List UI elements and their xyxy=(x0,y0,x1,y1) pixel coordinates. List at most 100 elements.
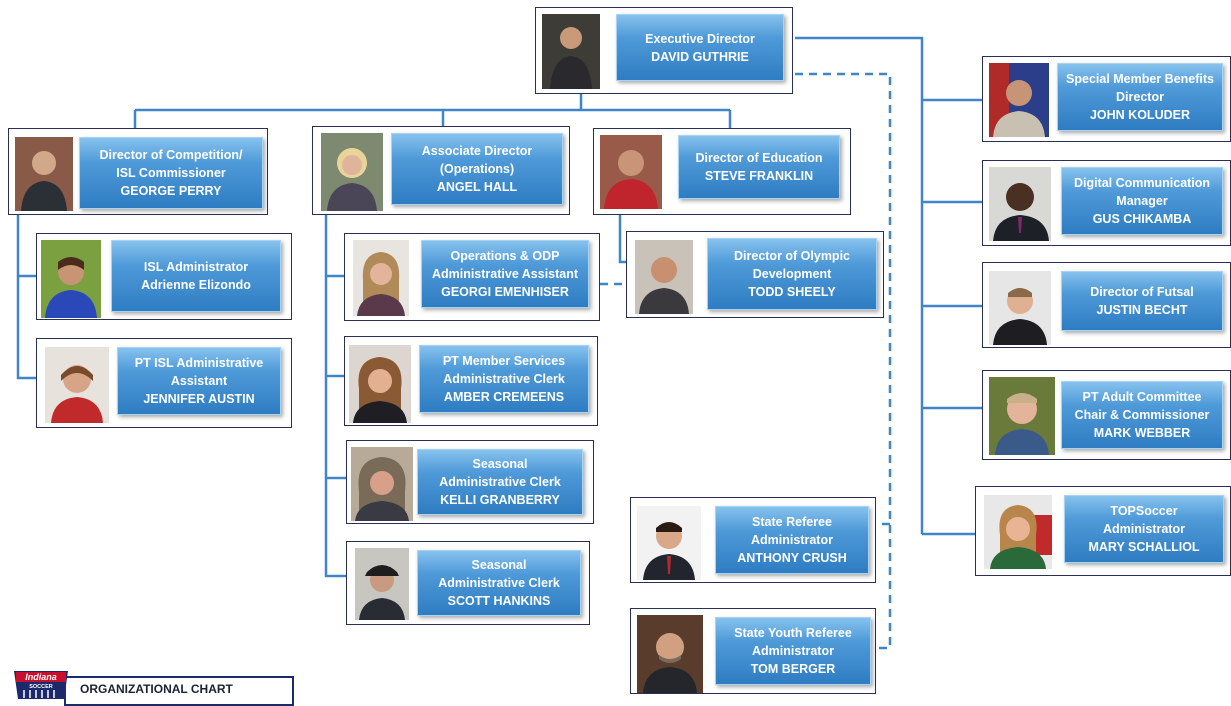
staff-title-youth-referee-1: State Youth Referee xyxy=(734,626,852,640)
staff-name-olympic-dev: TODD SHEELY xyxy=(748,285,836,299)
staff-name-seasonal-scott: SCOTT HANKINS xyxy=(447,594,551,608)
staff-title-member-services-1: PT Member Services xyxy=(442,354,566,368)
director-competition-card: Director of Competition/ ISL Commissione… xyxy=(8,128,268,215)
staff-card-olympic-dev: Director of Olympic Development TODD SHE… xyxy=(626,231,884,318)
director-operations-card: Associate Director (Operations) ANGEL HA… xyxy=(312,126,570,215)
staff-label-futsal[interactable]: Director of Futsal JUSTIN BECHT xyxy=(1061,271,1223,331)
staff-photo-isl-admin xyxy=(41,240,101,318)
chart-title: ORGANIZATIONAL CHART xyxy=(80,682,233,696)
staff-label-seasonal-kelli[interactable]: Seasonal Administrative Clerk KELLI GRAN… xyxy=(417,449,583,515)
staff-name-member-benefits: JOHN KOLUDER xyxy=(1089,108,1190,122)
staff-card-isl-admin: ISL Administrator Adrienne Elizondo xyxy=(36,233,292,320)
staff-photo-member-services xyxy=(349,345,411,423)
staff-title-state-referee-2: Administrator xyxy=(751,533,833,547)
director-competition-photo xyxy=(15,137,73,211)
staff-name-isl-admin: Adrienne Elizondo xyxy=(141,278,251,292)
staff-card-ops-odp: Operations & ODP Administrative Assistan… xyxy=(344,233,600,321)
person-photo-icon xyxy=(15,137,73,211)
director-competition-title-2: ISL Commissioner xyxy=(116,166,226,180)
staff-title-pt-isl-assistant-2: Assistant xyxy=(170,374,228,388)
staff-card-adult-committee: PT Adult Committee Chair & Commissioner … xyxy=(982,370,1231,460)
staff-name-futsal: JUSTIN BECHT xyxy=(1096,303,1188,317)
staff-title-adult-committee-1: PT Adult Committee xyxy=(1082,390,1202,404)
director-competition-label[interactable]: Director of Competition/ ISL Commissione… xyxy=(79,137,263,209)
staff-photo-digital-comm xyxy=(989,167,1051,241)
staff-name-topsoccer: MARY SCHALLIOL xyxy=(1088,540,1200,554)
staff-title-seasonal-scott-2: Administrative Clerk xyxy=(438,576,560,590)
staff-photo-pt-isl-assistant xyxy=(45,347,109,423)
staff-name-digital-comm: GUS CHIKAMBA xyxy=(1092,212,1192,226)
staff-card-digital-comm: Digital Communication Manager GUS CHIKAM… xyxy=(982,160,1231,246)
staff-photo-futsal xyxy=(989,271,1051,345)
staff-name-adult-committee: MARK WEBBER xyxy=(1093,426,1191,440)
director-operations-label[interactable]: Associate Director (Operations) ANGEL HA… xyxy=(391,133,563,205)
director-operations-title-1: Associate Director xyxy=(421,144,533,158)
staff-photo-olympic-dev xyxy=(635,240,693,314)
staff-label-member-services[interactable]: PT Member Services Administrative Clerk … xyxy=(419,345,589,413)
staff-name-ops-odp: GEORGI EMENHISER xyxy=(441,285,569,299)
staff-label-topsoccer[interactable]: TOPSoccer Administrator MARY SCHALLIOL xyxy=(1064,495,1224,563)
person-photo-icon xyxy=(41,240,101,318)
exec-card: Executive Director DAVID GUTHRIE xyxy=(535,7,793,94)
staff-title-youth-referee-2: Administrator xyxy=(752,644,834,658)
staff-label-seasonal-scott[interactable]: Seasonal Administrative Clerk SCOTT HANK… xyxy=(417,550,581,616)
staff-title-seasonal-kelli-2: Administrative Clerk xyxy=(439,475,561,489)
staff-title-adult-committee-2: Chair & Commissioner xyxy=(1074,408,1210,422)
director-education-label[interactable]: Director of Education STEVE FRANKLIN xyxy=(678,135,840,199)
staff-label-digital-comm[interactable]: Digital Communication Manager GUS CHIKAM… xyxy=(1061,167,1223,235)
person-photo-icon xyxy=(989,63,1049,137)
staff-label-youth-referee[interactable]: State Youth Referee Administrator TOM BE… xyxy=(715,617,871,685)
staff-title-member-benefits-1: Special Member Benefits xyxy=(1066,72,1214,86)
staff-title-ops-odp-1: Operations & ODP xyxy=(450,249,560,263)
staff-name-pt-isl-assistant: JENNIFER AUSTIN xyxy=(143,392,255,406)
staff-card-youth-referee: State Youth Referee Administrator TOM BE… xyxy=(630,608,876,694)
staff-card-topsoccer: TOPSoccer Administrator MARY SCHALLIOL xyxy=(975,486,1231,576)
staff-title-member-benefits-2: Director xyxy=(1116,90,1164,104)
staff-card-member-services: PT Member Services Administrative Clerk … xyxy=(344,336,598,426)
staff-photo-seasonal-kelli xyxy=(351,447,413,521)
staff-title-member-services-2: Administrative Clerk xyxy=(443,372,565,386)
director-competition-title-1: Director of Competition/ xyxy=(99,148,243,162)
staff-label-adult-committee[interactable]: PT Adult Committee Chair & Commissioner … xyxy=(1061,381,1223,449)
person-photo-icon xyxy=(321,133,383,211)
director-operations-title-2: (Operations) xyxy=(439,162,515,176)
exec-photo xyxy=(542,14,600,89)
director-education-photo xyxy=(600,135,662,209)
director-education-title: Director of Education xyxy=(695,151,823,165)
person-photo-icon xyxy=(635,240,693,314)
person-photo-icon xyxy=(45,347,109,423)
person-photo-icon xyxy=(355,548,409,620)
staff-title-seasonal-scott-1: Seasonal xyxy=(471,558,527,572)
staff-title-topsoccer-2: Administrator xyxy=(1103,522,1185,536)
person-photo-icon xyxy=(353,240,409,316)
staff-photo-state-referee xyxy=(637,506,701,580)
staff-card-seasonal-kelli: Seasonal Administrative Clerk KELLI GRAN… xyxy=(346,440,594,524)
staff-label-member-benefits[interactable]: Special Member Benefits Director JOHN KO… xyxy=(1057,63,1223,131)
staff-title-pt-isl-assistant-1: PT ISL Administrative xyxy=(134,356,264,370)
person-photo-icon xyxy=(542,14,600,89)
person-photo-icon xyxy=(349,345,411,423)
staff-name-member-services: AMBER CREMEENS xyxy=(443,390,565,404)
staff-card-seasonal-scott: Seasonal Administrative Clerk SCOTT HANK… xyxy=(346,541,590,625)
staff-title-state-referee-1: State Referee xyxy=(752,515,832,529)
director-education-card: Director of Education STEVE FRANKLIN xyxy=(593,128,851,215)
logo-text: Indiana xyxy=(25,672,57,682)
exec-label[interactable]: Executive Director DAVID GUTHRIE xyxy=(616,14,784,81)
staff-title-isl-admin: ISL Administrator xyxy=(143,260,249,274)
staff-title-ops-odp-2: Administrative Assistant xyxy=(431,267,579,281)
staff-label-pt-isl-assistant[interactable]: PT ISL Administrative Assistant JENNIFER… xyxy=(117,347,281,415)
staff-label-state-referee[interactable]: State Referee Administrator ANTHONY CRUS… xyxy=(715,506,869,574)
staff-name-state-referee: ANTHONY CRUSH xyxy=(737,551,847,565)
director-education-name: STEVE FRANKLIN xyxy=(704,169,814,183)
staff-photo-youth-referee xyxy=(637,615,703,693)
staff-label-isl-admin[interactable]: ISL Administrator Adrienne Elizondo xyxy=(111,240,281,312)
exec-name: DAVID GUTHRIE xyxy=(651,49,749,64)
person-photo-icon xyxy=(989,271,1051,345)
staff-card-state-referee: State Referee Administrator ANTHONY CRUS… xyxy=(630,497,876,583)
staff-label-ops-odp[interactable]: Operations & ODP Administrative Assistan… xyxy=(421,240,589,308)
director-competition-name: GEORGE PERRY xyxy=(120,184,222,198)
person-photo-icon xyxy=(984,495,1052,569)
staff-title-topsoccer-1: TOPSoccer xyxy=(1110,504,1178,518)
director-operations-photo xyxy=(321,133,383,211)
staff-label-olympic-dev[interactable]: Director of Olympic Development TODD SHE… xyxy=(707,238,877,310)
